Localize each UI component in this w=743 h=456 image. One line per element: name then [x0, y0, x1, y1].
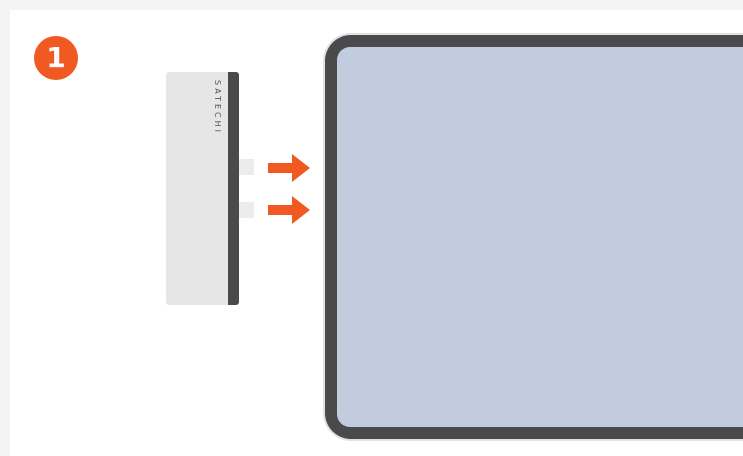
arrow-right-icon	[268, 196, 310, 224]
ipad-screen	[337, 47, 743, 427]
ipad-device	[325, 35, 743, 439]
hub-edge	[228, 72, 239, 305]
step-number: 1	[46, 44, 65, 72]
hub-usb-c-plug-top	[239, 159, 254, 175]
hub-brand-label: SATECHI	[208, 80, 222, 135]
arrow-right-icon	[268, 154, 310, 182]
hub-usb-c-plug-bottom	[239, 202, 254, 218]
instruction-illustration: 1 SATECHI	[10, 10, 743, 456]
step-number-badge: 1	[34, 36, 78, 80]
